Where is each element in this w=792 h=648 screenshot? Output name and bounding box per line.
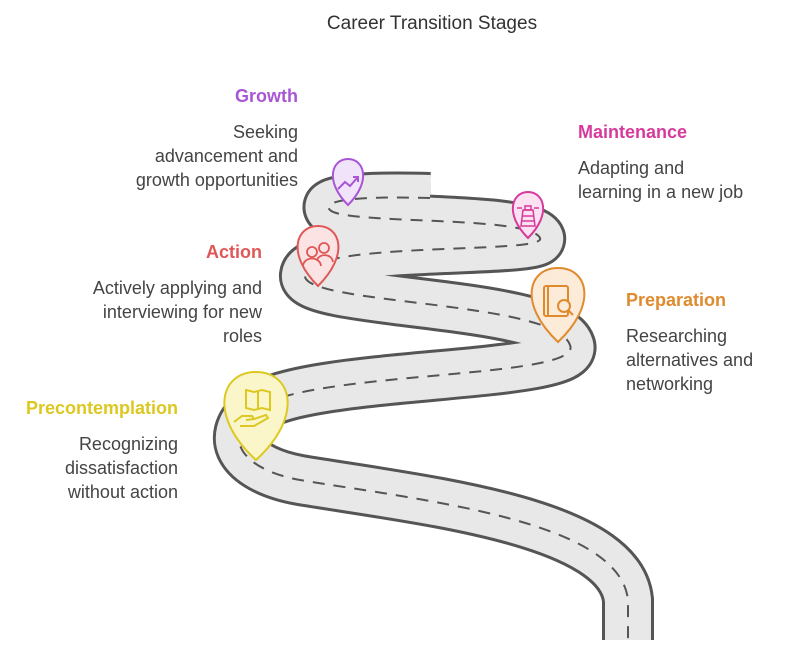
people-icon bbox=[302, 242, 334, 267]
stage-name: Growth bbox=[235, 86, 298, 106]
stage-description: Adapting and learning in a new job bbox=[578, 158, 744, 202]
book-search-icon bbox=[543, 285, 574, 317]
stage-action: Action Actively applying and interviewin… bbox=[40, 240, 262, 348]
book-hand-icon bbox=[233, 388, 271, 427]
lighthouse-icon bbox=[517, 205, 539, 227]
preparation-pin bbox=[530, 266, 586, 344]
stage-description: Recognizing dissatisfaction without acti… bbox=[64, 434, 178, 502]
maintenance-pin bbox=[511, 190, 545, 240]
action-pin bbox=[296, 224, 340, 288]
growth-pin bbox=[331, 157, 365, 207]
diagram-title: Career Transition Stages bbox=[326, 13, 538, 34]
stage-description: Actively applying and interviewing for n… bbox=[92, 278, 262, 346]
stage-maintenance: Maintenance Adapting and learning in a n… bbox=[578, 120, 778, 204]
stage-precontemplation: Precontemplation Recognizing dissatisfac… bbox=[10, 396, 178, 504]
stage-growth: Growth Seeking advancement and growth op… bbox=[80, 84, 298, 192]
stage-name: Preparation bbox=[626, 290, 727, 310]
stage-description: Researching alternatives and networking bbox=[626, 326, 754, 394]
stage-name: Maintenance bbox=[578, 122, 688, 142]
stage-name: Precontemplation bbox=[25, 398, 178, 418]
precontemplation-pin bbox=[223, 370, 289, 462]
trending-up-icon bbox=[337, 176, 359, 190]
stage-description: Seeking advancement and growth opportuni… bbox=[135, 122, 298, 190]
stage-name: Action bbox=[206, 242, 262, 262]
stage-preparation: Preparation Researching alternatives and… bbox=[626, 288, 786, 396]
